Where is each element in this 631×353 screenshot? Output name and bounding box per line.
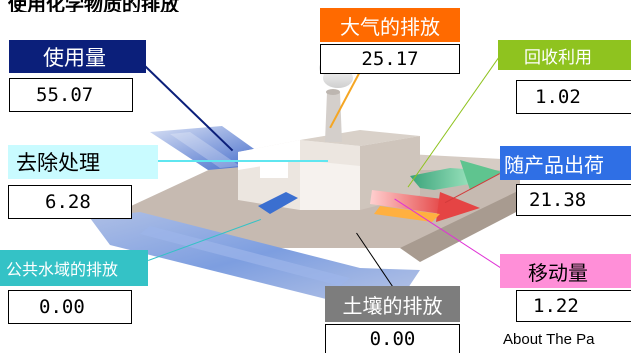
air-label-text: 大气的排放	[340, 14, 440, 39]
about-link[interactable]: About The Pa	[503, 331, 595, 348]
water-channel	[90, 212, 420, 300]
recycle-value: 1.02	[516, 80, 631, 114]
product-label: 随产品出荷	[500, 146, 631, 180]
recycle-label: 回收利用	[498, 40, 631, 70]
removal-leader-line	[158, 160, 328, 162]
usage-value: 55.07	[9, 78, 133, 112]
water-outflow-arrow	[258, 192, 298, 214]
soil-value: 0.00	[325, 324, 460, 353]
removal-label: 去除处理	[8, 145, 158, 179]
transfer-label: 移动量	[500, 254, 631, 288]
product-label-text: 随产品出荷	[504, 152, 604, 177]
soil-label: 土壤的排放	[325, 286, 460, 322]
recycle-label-text: 回收利用	[524, 47, 592, 68]
usage-label: 使用量	[9, 40, 146, 73]
recycle-arrow	[410, 160, 502, 190]
water-label: 公共水域的排放	[0, 250, 148, 286]
soil-label-text: 土壤的排放	[342, 293, 443, 318]
page-heading: 使用化学物质的排放	[8, 0, 180, 12]
product-arrow	[370, 190, 480, 222]
water-label-text: 公共水域的排放	[6, 260, 119, 279]
transfer-value: 1.22	[516, 290, 631, 322]
factory-building	[238, 130, 420, 210]
removal-value: 6.28	[8, 185, 132, 219]
product-value: 21.38	[516, 184, 631, 216]
water-value: 0.00	[8, 290, 132, 324]
removal-label-text: 去除处理	[16, 151, 100, 175]
usage-label-text: 使用量	[43, 45, 106, 70]
transfer-bar	[374, 206, 440, 222]
air-label: 大气的排放	[320, 8, 460, 42]
transfer-label-text: 移动量	[528, 260, 588, 285]
air-value: 25.17	[320, 44, 460, 74]
